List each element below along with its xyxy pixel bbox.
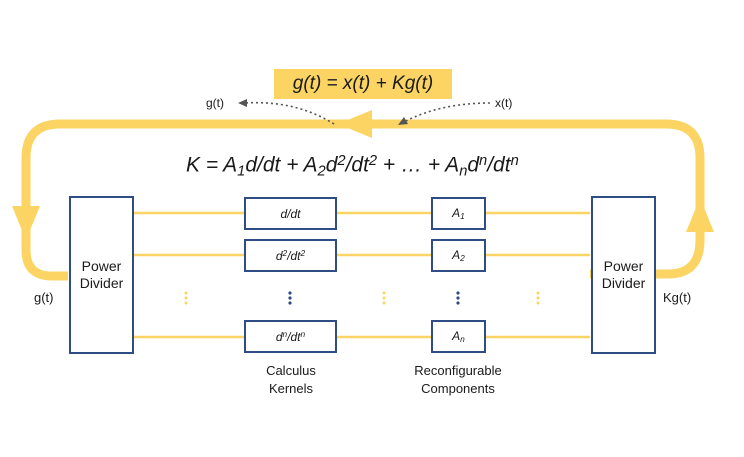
dotted-arrow-x-in [403,102,491,123]
dotted-arrow-g-out [243,101,335,125]
navy-ellipsis-dots [288,291,460,305]
arrow-right-up [686,198,714,232]
feedback-equation: g(t) = x(t) + Kg(t) [274,69,452,99]
component-a1: A1 [431,197,486,230]
k-equation: K = A1d/dt + A2d2/dt2 + … + Andn/dtn [186,153,519,180]
g-left-label: g(t) [34,290,54,305]
signal-lines [134,211,590,339]
arrow-left-down [12,206,40,240]
kernel-first-derivative: d/dt [244,197,337,230]
feedback-equation-text: g(t) = x(t) + Kg(t) [292,73,434,94]
dotted-arrowhead-x-in [398,117,408,125]
component-an: An [431,320,486,353]
kernel-nth-derivative: dn/dtn [244,320,337,353]
arrow-top-left [338,110,372,138]
component-a2: A2 [431,239,486,272]
x-in-label: x(t) [495,96,513,110]
kg-right-label: Kg(t) [663,290,692,305]
g-out-label: g(t) [206,96,224,110]
yellow-ellipsis-dots [184,291,540,305]
kernel-second-derivative: d2/dt2 [244,239,337,272]
dotted-arrowhead-g-out [238,99,247,107]
